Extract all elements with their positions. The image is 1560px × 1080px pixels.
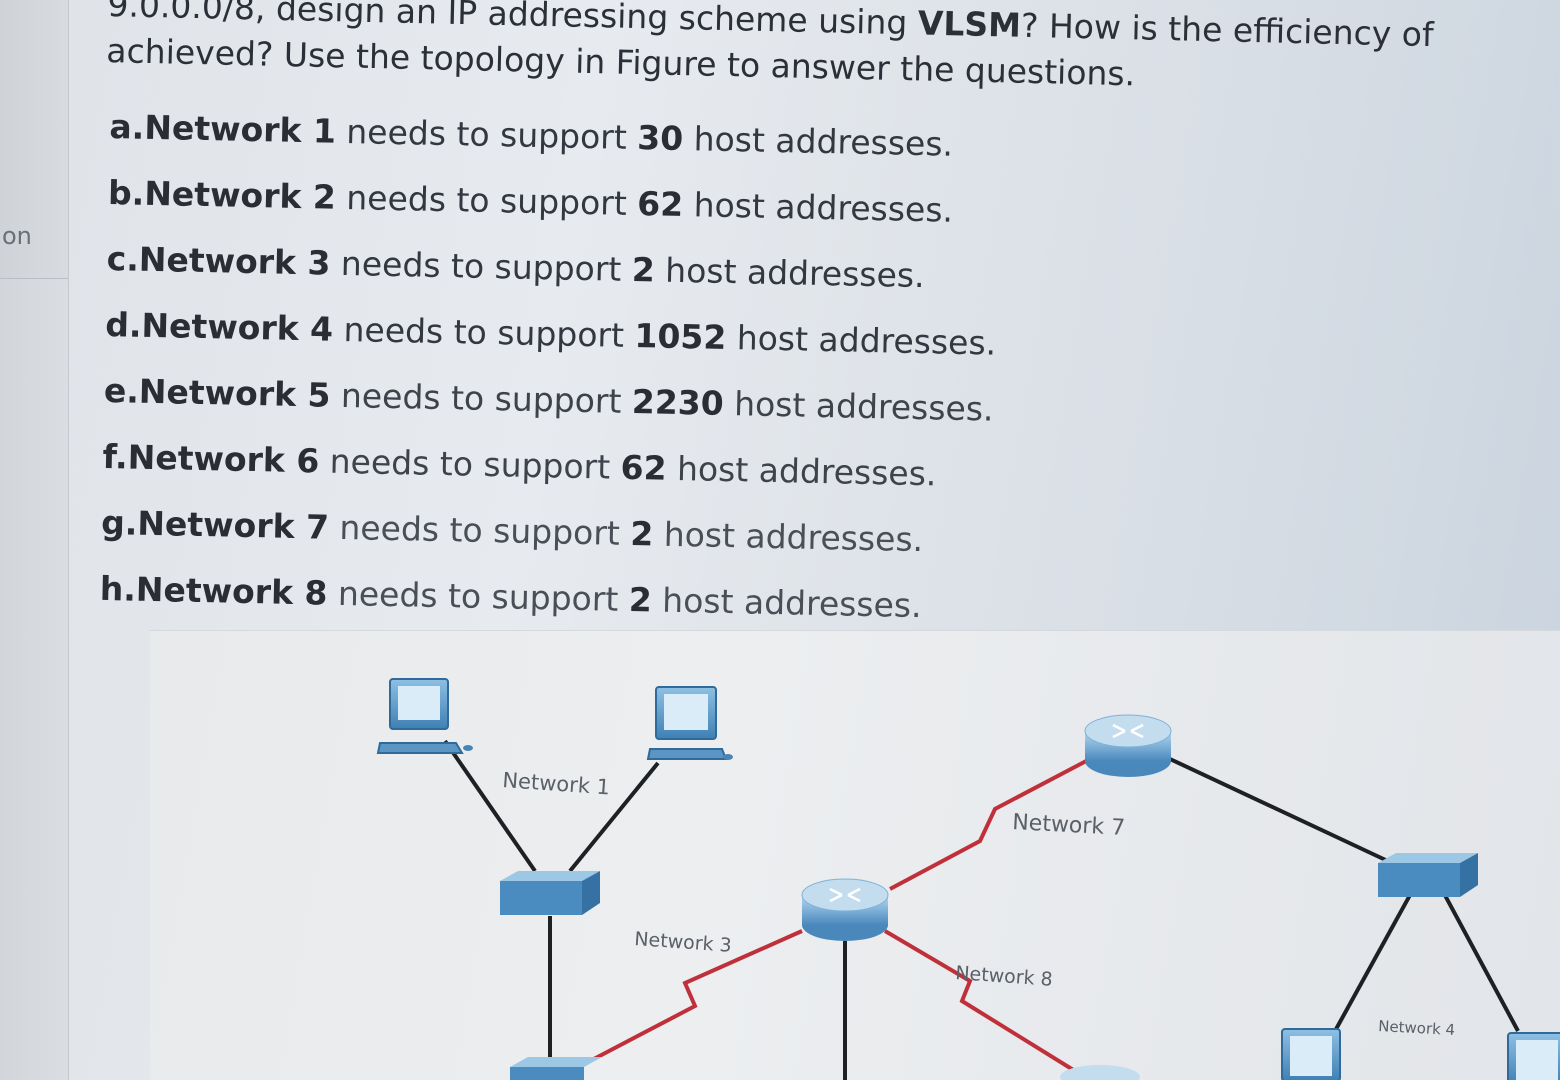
- req-tail: host addresses.: [654, 250, 925, 296]
- req-hosts: 2: [628, 579, 653, 620]
- req-network: Network 8: [135, 569, 328, 613]
- left-sidebar: on: [0, 0, 69, 1080]
- req-letter: d.: [104, 304, 142, 345]
- req-mid: needs to support: [328, 507, 631, 553]
- req-hosts: 2: [629, 513, 654, 554]
- pc-icon[interactable]: [376, 678, 473, 754]
- link-router-switch2: [1169, 757, 1393, 865]
- req-letter: b.: [107, 172, 145, 213]
- req-network: Network 3: [138, 239, 331, 283]
- requirements-list: a.Network 1 needs to support 30 host add…: [99, 104, 1001, 651]
- ethernet-links: [443, 739, 1520, 1080]
- req-tail: host addresses.: [666, 448, 937, 494]
- link-switch2-pcright: [1438, 885, 1520, 1032]
- sidebar-active-item[interactable]: [0, 0, 68, 279]
- req-hosts: 62: [620, 447, 667, 488]
- req-tail: host addresses.: [682, 119, 954, 164]
- req-mid: needs to support: [318, 441, 622, 487]
- req-tail: host addresses.: [725, 317, 997, 363]
- req-letter: e.: [103, 370, 140, 411]
- device-icon[interactable]: [510, 1057, 602, 1080]
- req-tail: host addresses.: [651, 580, 923, 626]
- question-keyword: VLSM: [917, 3, 1022, 45]
- req-network: Network 2: [143, 173, 337, 217]
- req-network: Network 1: [143, 107, 337, 151]
- req-letter: f.: [102, 436, 129, 477]
- req-network: Network 7: [136, 503, 330, 547]
- link-pc2-switch: [568, 761, 660, 873]
- req-letter: h.: [99, 568, 137, 609]
- req-network: Network 6: [127, 437, 320, 481]
- req-mid: needs to support: [330, 375, 633, 421]
- link-pc1-switch: [443, 739, 537, 873]
- switch-icon[interactable]: [1378, 853, 1478, 897]
- req-mid: needs to support: [332, 309, 635, 356]
- req-hosts: 2230: [631, 381, 725, 423]
- req-mid: needs to support: [327, 573, 630, 619]
- label-network-4: Network 4: [1378, 1017, 1456, 1039]
- req-hosts: 30: [636, 118, 684, 159]
- link-switch2-pcleft: [1333, 885, 1417, 1032]
- serial-link-network-3: [589, 929, 803, 1063]
- req-tail: host addresses.: [723, 383, 994, 429]
- router-icon[interactable]: [801, 878, 889, 941]
- req-mid: needs to support: [330, 243, 633, 289]
- switch-icon[interactable]: [500, 871, 600, 915]
- req-letter: c.: [106, 238, 140, 279]
- req-hosts: 2: [631, 249, 656, 290]
- serial-links: [589, 757, 1091, 1073]
- router-icon[interactable]: [1084, 714, 1172, 777]
- req-letter: a.: [109, 106, 145, 147]
- req-tail: host addresses.: [652, 514, 924, 560]
- req-mid: needs to support: [335, 177, 638, 224]
- device-icon[interactable]: [1060, 1065, 1140, 1080]
- req-hosts: 62: [636, 184, 684, 225]
- req-hosts: 1052: [634, 316, 727, 357]
- serial-link-network-7: [889, 757, 1091, 891]
- req-network: Network 5: [138, 371, 331, 415]
- req-letter: g.: [100, 502, 138, 543]
- req-tail: host addresses.: [682, 185, 954, 230]
- pc-icon[interactable]: [646, 686, 733, 760]
- label-network-7: Network 7: [1012, 810, 1126, 841]
- pc-icon[interactable]: [1507, 1032, 1560, 1080]
- serial-link-network-8: [883, 929, 1077, 1073]
- label-network-3: Network 3: [634, 928, 733, 957]
- pc-icon[interactable]: [1281, 1028, 1341, 1080]
- sidebar-label: on: [2, 222, 32, 250]
- question-suffix: ? How is the efficiency of: [1020, 5, 1435, 55]
- req-network: Network 4: [141, 305, 334, 349]
- topology-figure: Network 1 Network 7 Network 3 Network 8 …: [150, 630, 1560, 1080]
- req-mid: needs to support: [335, 111, 638, 158]
- label-network-1: Network 1: [502, 768, 611, 799]
- question-text: 9.0.0.0/8, design an IP addressing schem…: [106, 0, 1548, 107]
- topology-diagram: Network 1 Network 7 Network 3 Network 8 …: [376, 678, 1560, 1080]
